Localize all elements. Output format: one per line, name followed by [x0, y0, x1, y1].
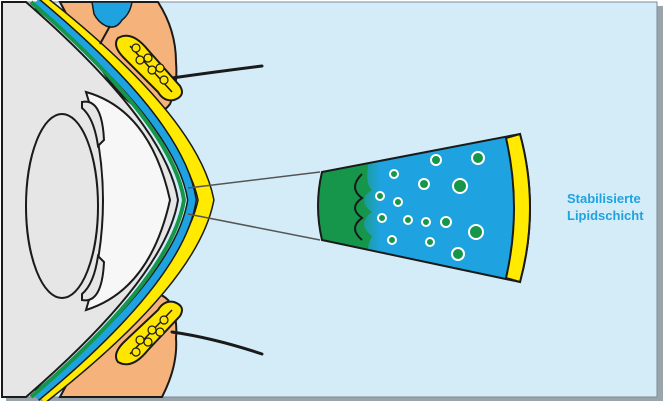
- lens-outer: [84, 90, 172, 312]
- lipid-droplet: [421, 217, 431, 227]
- lipid-droplet: [375, 191, 385, 201]
- label-line-2: Lipidschicht: [567, 208, 644, 223]
- lipid-droplet: [452, 178, 468, 194]
- lipid-droplet: [393, 197, 403, 207]
- tear-film-yellow: [35, 0, 214, 401]
- label-line-1: Stabilisierte: [567, 191, 641, 206]
- lipid-droplet: [377, 213, 387, 223]
- lipid-droplet: [425, 237, 435, 247]
- lipid-droplet: [430, 154, 442, 166]
- lipid-droplet: [387, 235, 397, 245]
- lipid-droplet: [389, 169, 399, 179]
- iris-lower: [81, 253, 106, 302]
- zoom-line-top: [187, 171, 321, 189]
- meibomian-gland-upper: [115, 34, 183, 102]
- aqueous-layer: [33, 0, 196, 400]
- lipid-droplets: [375, 151, 485, 261]
- lipid-droplet: [418, 178, 430, 190]
- lacrimal-gland: [91, 1, 133, 45]
- frame-shadow-bottom: [6, 397, 663, 401]
- eyelash-upper: [170, 64, 264, 80]
- lipid-droplet: [440, 216, 452, 228]
- iris-upper: [81, 100, 106, 149]
- eyelash-lower: [170, 330, 264, 356]
- mucin-scallops: [354, 173, 364, 241]
- lipid-layer-label: Stabilisierte Lipidschicht: [567, 190, 644, 224]
- lipid-droplet: [468, 224, 484, 240]
- lens-core: [25, 113, 99, 299]
- meibomian-gland-lower: [115, 300, 183, 366]
- lipid-droplet: [471, 151, 485, 165]
- lipid-droplet: [403, 215, 413, 225]
- lipid-droplet: [451, 247, 465, 261]
- lipid-layer-band: [504, 132, 531, 284]
- frame-shadow-right: [657, 6, 663, 401]
- zoom-line-bottom: [187, 213, 321, 241]
- mucin-layer: [29, 0, 187, 399]
